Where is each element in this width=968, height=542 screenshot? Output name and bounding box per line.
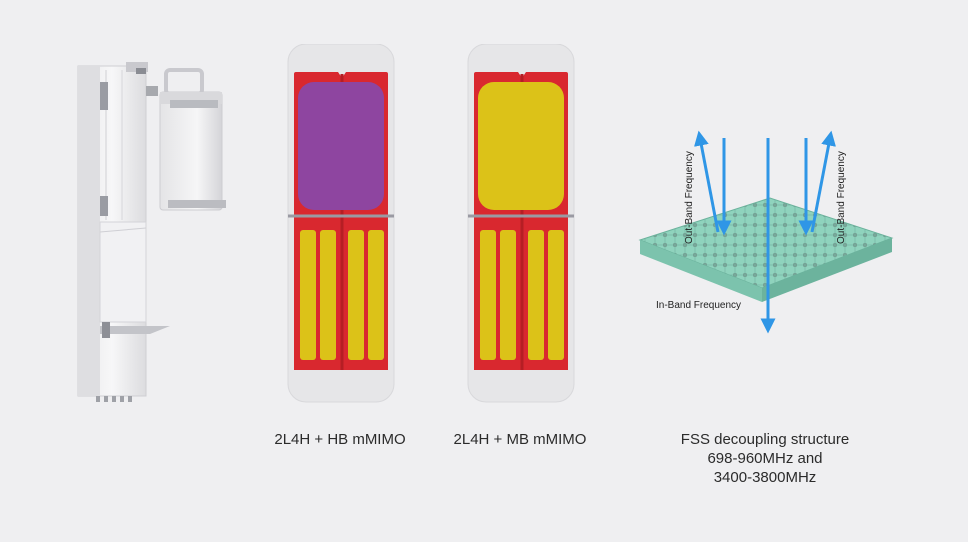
- high-band-patch: [298, 82, 384, 210]
- caption-fss-line-2: 698-960MHz and: [707, 450, 823, 467]
- out-band-arrow-left-up: [694, 130, 720, 233]
- out-band-arrow-right-up: [810, 130, 836, 233]
- array-panel-mb: [467, 44, 575, 403]
- low-band-dipoles: [480, 230, 564, 360]
- fss-board-side-right: [762, 238, 892, 302]
- antenna-connectors: [96, 396, 132, 402]
- fss-board-side-left: [640, 240, 762, 302]
- frequency-arrows: [694, 130, 836, 334]
- array-panel-hb: [287, 44, 395, 403]
- low-band-dipoles: [300, 230, 384, 360]
- caption-fss: FSS decoupling structure 698-960MHz and …: [640, 430, 890, 487]
- caption-hb-panel: 2L4H + HB mMIMO: [274, 431, 406, 448]
- caption-fss-line-1: FSS decoupling structure: [680, 431, 850, 448]
- radio-unit: [159, 91, 223, 211]
- bracket-mid: [100, 196, 108, 216]
- fss-board-top: [638, 197, 894, 289]
- in-band-label: In-Band Frequency: [656, 300, 741, 311]
- caption-mb-panel: 2L4H + MB mMIMO: [453, 431, 587, 448]
- mid-band-patch: [478, 82, 564, 210]
- antenna-side-panel: [78, 66, 100, 396]
- bracket-top: [100, 82, 108, 110]
- caption-fss-line-3: 3400-3800MHz: [713, 469, 817, 486]
- out-band-label-right: Out-Band Frequency: [836, 151, 847, 244]
- out-band-label-left: Out-Band Frequency: [684, 151, 695, 244]
- fss-illustration: Out-Band Frequency Out-Band Frequency In…: [638, 130, 894, 334]
